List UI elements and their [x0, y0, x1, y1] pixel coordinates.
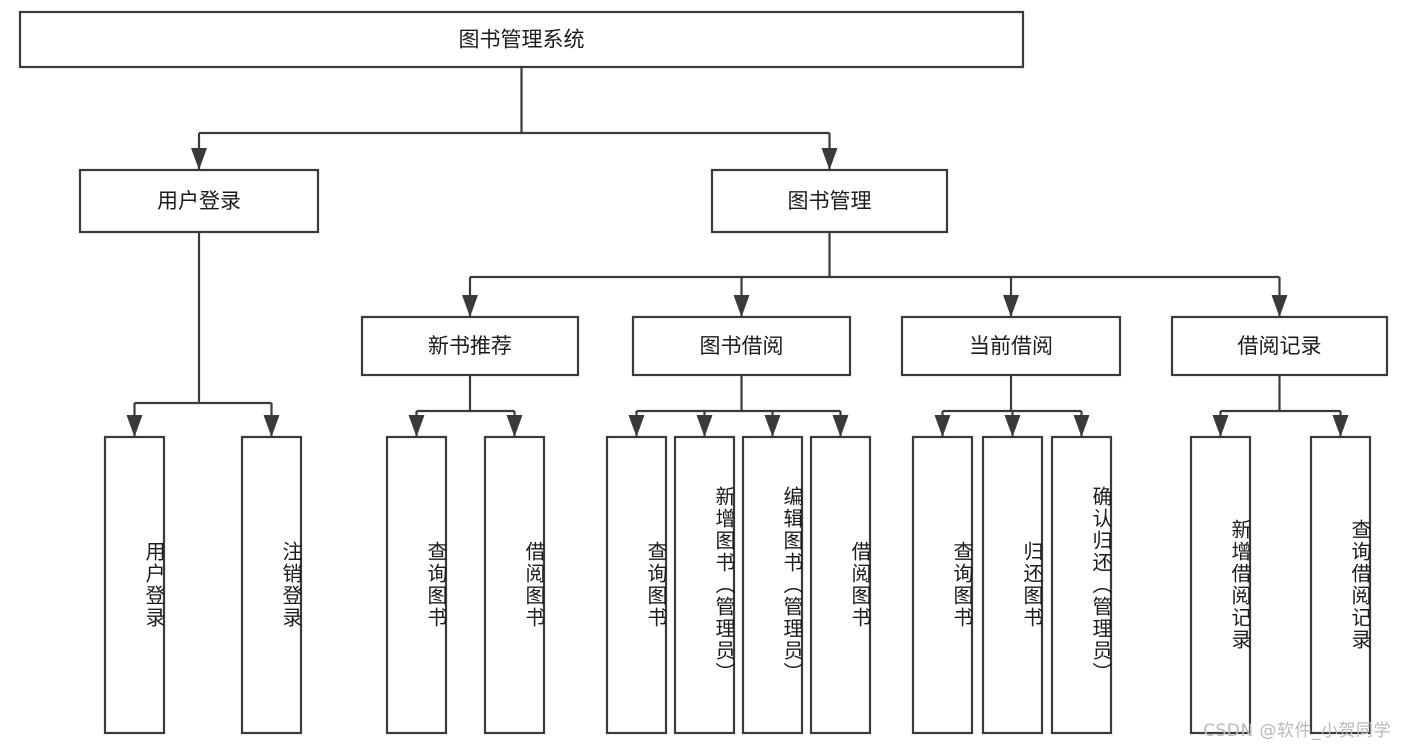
arrow-head-icon — [1212, 415, 1229, 437]
node-level3-3-label: 借阅记录 — [1238, 334, 1322, 358]
node-leaf-1[interactable] — [240, 435, 303, 735]
arrow-head-icon — [263, 415, 280, 437]
connectors-layer — [126, 67, 1349, 437]
node-level3-0-label: 新书推荐 — [428, 334, 512, 358]
arrow-head-icon — [1004, 415, 1021, 437]
arrow-head-icon — [934, 415, 951, 437]
node-root-label: 图书管理系统 — [459, 28, 585, 52]
node-level3-2-label: 当前借阅 — [969, 334, 1053, 358]
node-level2-0-label: 用户登录 — [157, 189, 241, 213]
node-level3-3[interactable] — [1170, 315, 1389, 377]
arrow-head-icon — [696, 415, 713, 437]
arrow-head-icon — [462, 295, 478, 317]
arrow-head-icon — [821, 148, 838, 170]
arrow-head-icon — [764, 415, 781, 437]
node-leaf-10[interactable] — [1050, 435, 1113, 735]
arrow-head-icon — [506, 415, 523, 437]
node-level3-0[interactable] — [360, 315, 580, 377]
arrow-head-icon — [1073, 415, 1090, 437]
node-leaf-7[interactable] — [809, 435, 872, 735]
node-level3-1[interactable] — [631, 315, 852, 377]
node-leaf-0[interactable] — [103, 435, 166, 735]
node-root[interactable] — [18, 10, 1025, 69]
node-leaf-9[interactable] — [981, 435, 1044, 735]
arrow-head-icon — [1271, 295, 1288, 317]
node-leaf-5[interactable] — [673, 435, 736, 735]
csdn-watermark: CSDN @软件_小贺同学 — [1203, 721, 1391, 741]
node-level3-2[interactable] — [900, 315, 1122, 377]
node-leaf-11[interactable] — [1189, 435, 1252, 735]
node-leaf-2[interactable] — [385, 435, 448, 735]
node-level2-1[interactable] — [710, 168, 949, 234]
arrow-head-icon — [126, 415, 143, 437]
arrow-head-icon — [832, 415, 849, 437]
node-leaf-12[interactable] — [1309, 435, 1372, 735]
node-level2-0[interactable] — [78, 168, 320, 234]
node-leaf-3[interactable] — [483, 435, 546, 735]
node-leaf-4[interactable] — [605, 435, 668, 735]
arrow-head-icon — [1332, 415, 1349, 437]
node-leaf-8[interactable] — [911, 435, 974, 735]
node-leaf-6[interactable] — [741, 435, 804, 735]
node-level2-1-label: 图书管理 — [788, 189, 872, 213]
arrow-head-icon — [1003, 295, 1019, 317]
arrow-head-icon — [733, 295, 750, 317]
arrow-head-icon — [628, 415, 645, 437]
arrow-head-icon — [408, 415, 425, 437]
arrow-head-icon — [191, 148, 207, 170]
node-level3-1-label: 图书借阅 — [700, 334, 784, 358]
